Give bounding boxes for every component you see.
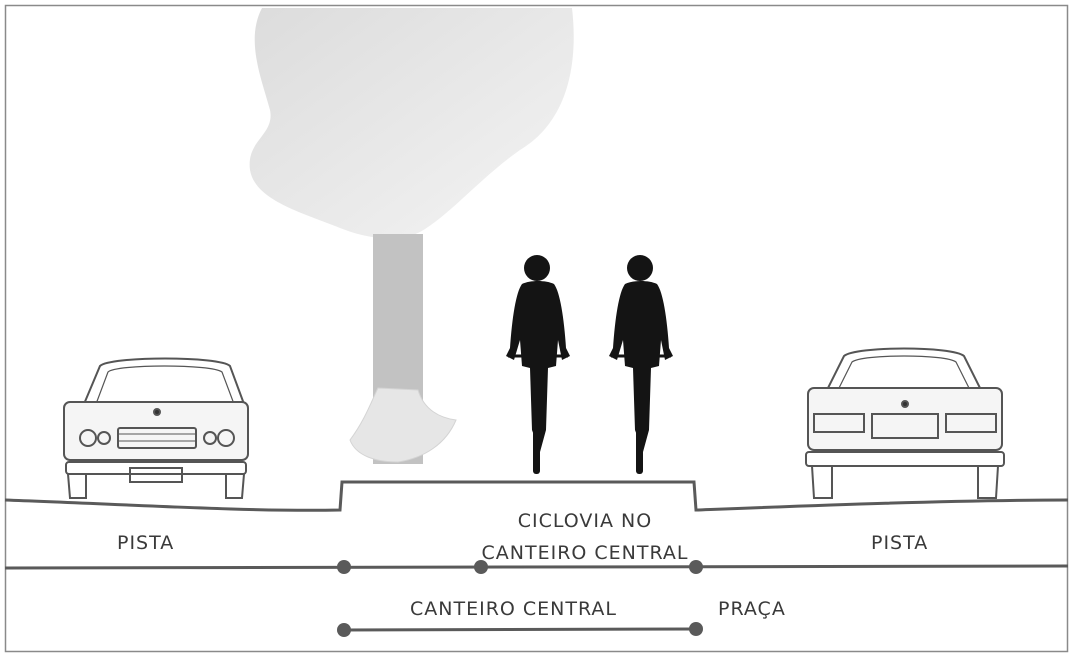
dimension-marker xyxy=(474,560,488,574)
left-lane-label: PISTA xyxy=(117,532,175,554)
tree-icon xyxy=(249,8,574,464)
right-lane-label: PISTA xyxy=(871,532,929,554)
diagram-frame xyxy=(4,4,1069,653)
bike-lane-label: CICLOVIA NO CANTEIRO CENTRAL xyxy=(472,505,698,569)
dimension-marker xyxy=(337,560,351,574)
dimension-line-median xyxy=(343,627,697,632)
dimension-marker xyxy=(689,622,703,636)
bike-lane-label-line1: CICLOVIA NO xyxy=(517,510,653,532)
road-profile-line xyxy=(4,480,1069,512)
square-label: PRAÇA xyxy=(718,598,786,620)
bike-lane-label-line2: CANTEIRO CENTRAL xyxy=(481,542,689,564)
median-label: CANTEIRO CENTRAL xyxy=(410,598,617,620)
dimension-line-top xyxy=(4,564,1069,570)
cyclist-icon xyxy=(506,255,570,474)
cyclist-icon xyxy=(609,255,673,474)
dimension-marker xyxy=(337,623,351,637)
dimension-marker xyxy=(689,560,703,574)
car-rear-icon xyxy=(805,347,1005,499)
car-front-icon xyxy=(63,357,249,499)
